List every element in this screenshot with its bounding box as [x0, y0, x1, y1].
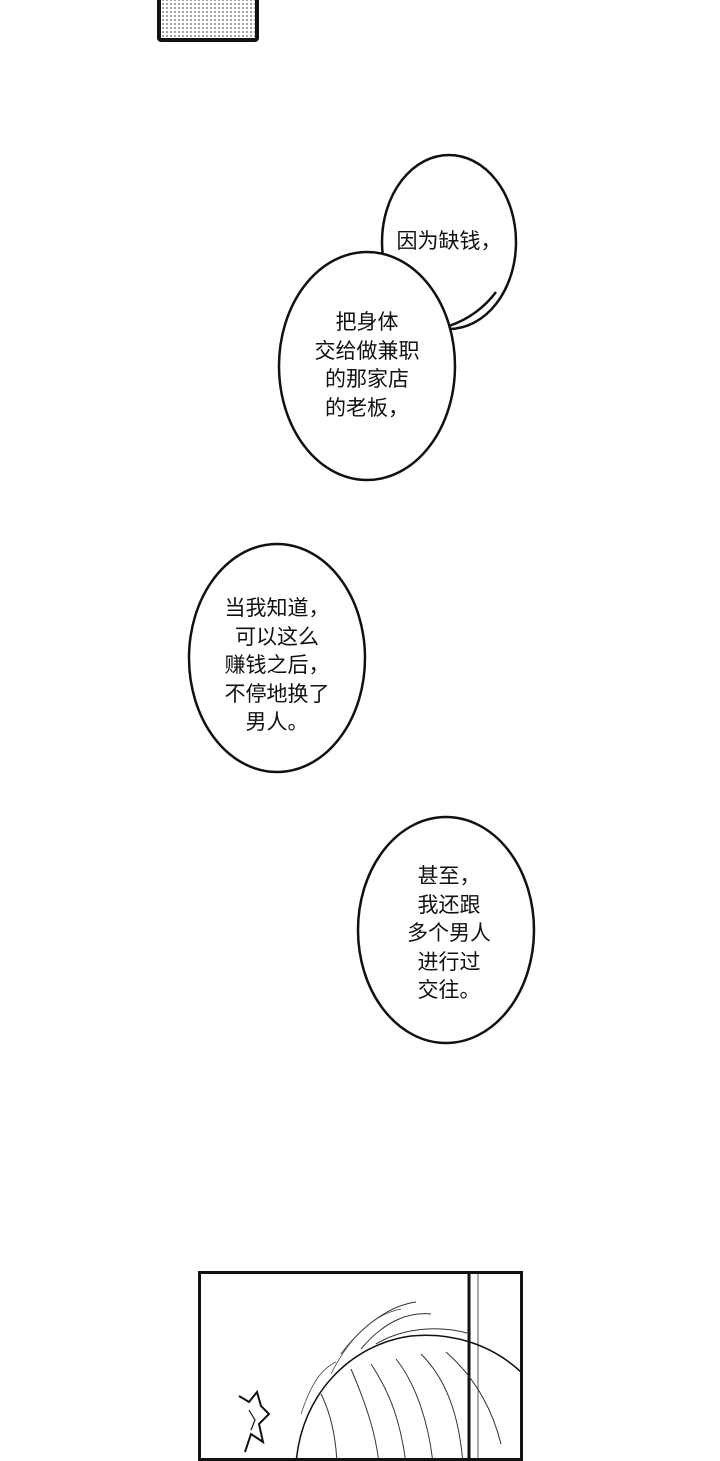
hair-strand	[340, 1301, 417, 1355]
hair-illustration	[238, 1274, 520, 1458]
hair-strand	[445, 1351, 502, 1445]
hair-outline-main	[295, 1334, 520, 1458]
hair-strand	[395, 1358, 433, 1458]
top-panel-screentone	[157, 0, 259, 42]
speech-bubble-1-overlap-arc	[448, 291, 497, 328]
hair-strand	[350, 1368, 379, 1458]
speech-bubble-3-outline	[187, 542, 367, 774]
hair-strand	[420, 1353, 463, 1458]
speech-bubble-4-outline	[356, 815, 536, 1045]
speech-bubble-2-outline	[277, 250, 457, 482]
speech-bubble-3-text: 当我知道， 可以这么 赚钱之后， 不停地换了 男人。	[224, 596, 330, 734]
hair-strand-loose	[330, 1308, 402, 1375]
speech-bubble-4-text: 甚至， 我还跟 多个男人 进行过 交往。	[407, 864, 491, 1002]
speech-bubble-2-text: 把身体 交给做兼职 的那家店 的老板，	[314, 310, 420, 420]
hair-strand	[375, 1328, 472, 1345]
hair-strand	[360, 1313, 432, 1350]
spiky-shape-inner	[248, 1409, 256, 1431]
spiky-shape	[238, 1389, 271, 1453]
hair-strand-loose	[300, 1361, 337, 1415]
bottom-panel-illustration	[198, 1271, 523, 1461]
hair-strand	[320, 1393, 338, 1458]
speech-bubble-1-text: 因为缺钱，	[396, 229, 502, 253]
